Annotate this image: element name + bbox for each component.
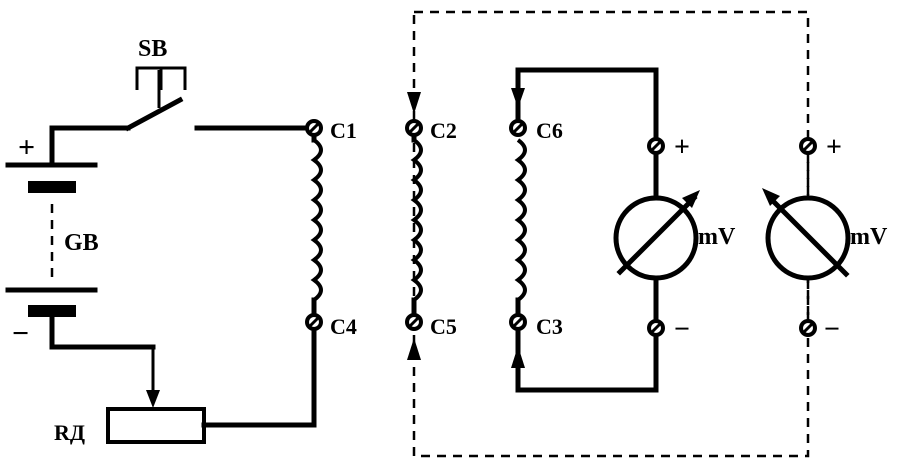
primary-coil <box>310 138 323 302</box>
switch-sb <box>124 66 311 132</box>
terminal-c2 <box>405 119 423 137</box>
terminal-c3-label: C3 <box>536 314 563 339</box>
rheostat <box>106 347 206 444</box>
wire-battery-to-switch <box>49 125 131 168</box>
rheostat-slider-arrow <box>146 390 160 408</box>
terminal-c6-label: C6 <box>536 118 563 143</box>
arrow-into-c6 <box>511 88 525 108</box>
millivoltmeter-2 <box>762 137 851 337</box>
terminal-c1-label: C1 <box>330 118 357 143</box>
arrow-into-c3 <box>511 346 525 368</box>
millivoltmeter-1 <box>613 137 700 337</box>
arrow-into-c5 <box>407 338 421 360</box>
meter2-terminal-minus <box>799 319 817 337</box>
secondary-coil-c2-c5 <box>410 138 423 302</box>
meter1-terminal-minus <box>647 319 665 337</box>
meter1-terminal-plus <box>647 137 665 155</box>
meter1-label: mV <box>698 224 736 250</box>
battery-short-plate-top <box>28 181 76 193</box>
battery-minus-label: − <box>12 317 29 350</box>
terminal-c2-label: C2 <box>430 118 457 143</box>
meter1-needle <box>616 194 698 276</box>
wire-rheostat-to-c4 <box>201 325 317 428</box>
terminal-c6 <box>509 119 527 137</box>
battery-short-plate-bottom <box>28 305 76 317</box>
terminal-c4 <box>305 313 323 331</box>
secondary-coil-c6-c3 <box>514 138 527 302</box>
meter1-minus-label: − <box>674 314 690 345</box>
switch-blade <box>124 96 184 132</box>
terminal-c3 <box>509 313 527 331</box>
rheostat-label: RД <box>54 420 85 445</box>
switch-button <box>135 66 187 90</box>
terminal-c5 <box>405 313 423 331</box>
terminal-c4-label: C4 <box>330 314 357 339</box>
meter2-minus-label: − <box>824 314 840 345</box>
arrow-into-c2 <box>407 92 421 114</box>
meter1-plus-label: + <box>674 132 690 163</box>
meter2-needle-arrow <box>762 188 780 206</box>
meter2-label: mV <box>850 224 888 250</box>
rheostat-body <box>106 407 206 444</box>
meter2-needle <box>766 194 850 278</box>
switch-label: SB <box>138 36 167 62</box>
battery-gb <box>5 162 98 317</box>
battery-plus-label: + <box>18 131 35 164</box>
terminal-c5-label: C5 <box>430 314 457 339</box>
wire-battery-to-rheostat <box>49 314 156 350</box>
meter2-terminal-plus <box>799 137 817 155</box>
battery-label: GB <box>64 230 99 256</box>
meter2-plus-label: + <box>826 132 842 163</box>
meter1-needle-arrow <box>682 190 700 208</box>
terminal-c1 <box>305 119 323 137</box>
